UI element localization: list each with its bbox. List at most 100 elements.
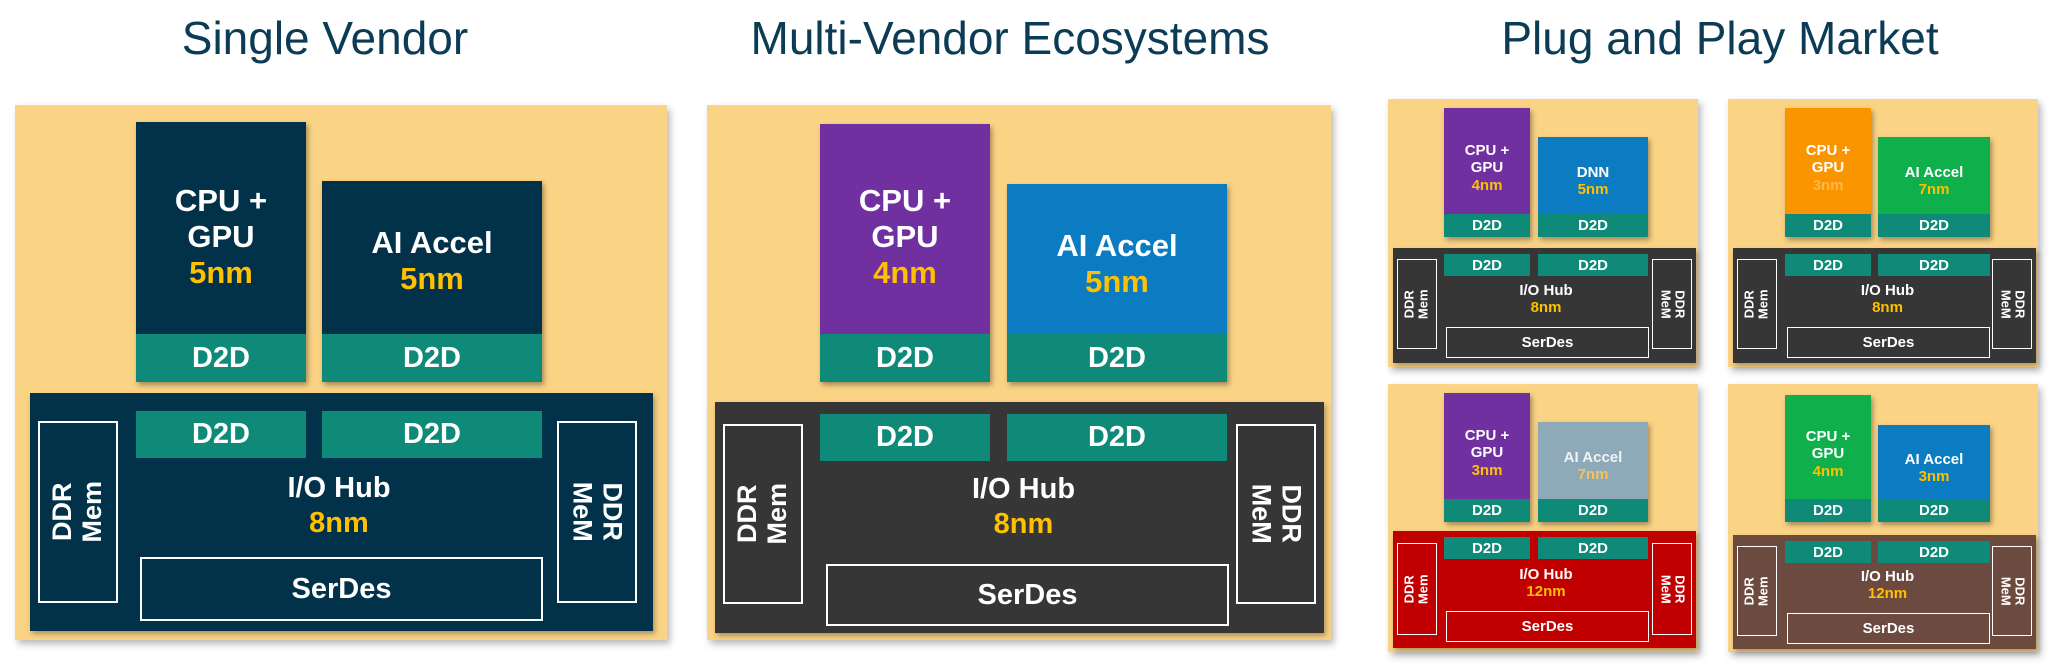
cpu-gpu-label: CPU + GPU bbox=[174, 183, 268, 255]
cpu-gpu-d2d: D2D bbox=[1444, 214, 1530, 237]
hub-d2d-left: D2D bbox=[1785, 541, 1871, 563]
hub-d2d-left: D2D bbox=[136, 411, 306, 458]
ddr-mem-right: DDR MeM bbox=[1992, 546, 2032, 636]
io-hub-die: D2D D2D DDR Mem DDR MeM I/O Hub 8nm SerD… bbox=[1733, 248, 2036, 363]
ddr-mem-left-label: DDR Mem bbox=[732, 483, 792, 545]
accel-chiplet: DNN 5nm D2D bbox=[1538, 137, 1648, 237]
plug-package-1: CPU + GPU 4nm D2D DNN 5nm D2D D2D D2D DD… bbox=[1388, 99, 1698, 367]
ddr-mem-left-label: DDR Mem bbox=[1401, 289, 1431, 319]
ddr-mem-left: DDR Mem bbox=[1737, 259, 1777, 349]
ddr-mem-right: DDR MeM bbox=[557, 421, 637, 603]
io-hub-text: I/O Hub 12nm bbox=[1785, 568, 1990, 602]
ai-accel-label: AI Accel bbox=[1056, 228, 1178, 264]
ddr-mem-right-label: DDR MeM bbox=[1657, 574, 1688, 604]
accel-d2d: D2D bbox=[1878, 214, 1990, 237]
io-hub-node: 8nm bbox=[993, 507, 1054, 540]
ddr-mem-left: DDR Mem bbox=[723, 424, 803, 604]
ddr-mem-right-label: DDR MeM bbox=[1657, 289, 1688, 319]
accel-chiplet: AI Accel 7nm D2D bbox=[1538, 422, 1648, 522]
ddr-mem-right: DDR MeM bbox=[1652, 543, 1692, 635]
io-hub-node: 8nm bbox=[1530, 298, 1562, 316]
ddr-mem-right-label: DDR MeM bbox=[568, 482, 628, 542]
cpu-gpu-label: CPU + GPU bbox=[1464, 141, 1510, 177]
io-hub-text: I/O Hub 8nm bbox=[1785, 282, 1990, 316]
serdes-block: SerDes bbox=[1787, 613, 1990, 644]
accel-label: DNN bbox=[1576, 163, 1610, 181]
cpu-gpu-chiplet: CPU + GPU 3nm D2D bbox=[1444, 393, 1530, 522]
hub-d2d-right: D2D bbox=[322, 411, 542, 458]
io-hub-die: D2D D2D DDR Mem DDR MeM I/O Hub 8nm SerD… bbox=[1393, 248, 1696, 363]
io-hub-text: I/O Hub 12nm bbox=[1444, 566, 1648, 600]
ddr-mem-left: DDR Mem bbox=[1397, 543, 1437, 635]
ai-accel-d2d: D2D bbox=[1007, 334, 1227, 382]
cpu-gpu-chiplet: CPU + GPU 5nm D2D bbox=[136, 122, 306, 382]
hub-d2d-right: D2D bbox=[1007, 414, 1227, 461]
cpu-gpu-label-block: CPU + GPU 3nm bbox=[1785, 133, 1871, 203]
accel-d2d: D2D bbox=[1878, 499, 1990, 522]
ddr-mem-right: DDR MeM bbox=[1992, 259, 2032, 349]
multi-vendor-package: CPU + GPU 4nm D2D AI Accel 5nm D2D D2D D… bbox=[707, 105, 1331, 640]
hub-d2d-right: D2D bbox=[1538, 254, 1648, 276]
cpu-gpu-label-block: CPU + GPU 4nm bbox=[820, 172, 990, 302]
io-hub-node: 12nm bbox=[1867, 584, 1908, 602]
accel-label: AI Accel bbox=[1563, 448, 1623, 466]
cpu-gpu-label-block: CPU + GPU 3nm bbox=[1444, 418, 1530, 488]
ddr-mem-right: DDR MeM bbox=[1236, 424, 1316, 604]
cpu-gpu-node: 3nm bbox=[1812, 176, 1844, 194]
cpu-gpu-label: CPU + GPU bbox=[1805, 141, 1851, 177]
ai-accel-label-block: AI Accel 5nm bbox=[322, 221, 542, 301]
io-hub-die: D2D D2D DDR Mem DDR MeM I/O Hub 8nm SerD… bbox=[30, 393, 653, 631]
plug-package-4: CPU + GPU 4nm D2D AI Accel 3nm D2D D2D D… bbox=[1728, 384, 2038, 652]
serdes-block: SerDes bbox=[1446, 611, 1649, 642]
io-hub-node: 8nm bbox=[309, 506, 369, 539]
io-hub-node: 12nm bbox=[1526, 582, 1566, 600]
io-hub-label: I/O Hub bbox=[1519, 566, 1573, 583]
accel-chiplet: AI Accel 7nm D2D bbox=[1878, 137, 1990, 237]
hub-d2d-right: D2D bbox=[1878, 254, 1990, 276]
ddr-mem-left-label: DDR Mem bbox=[1741, 576, 1771, 606]
accel-node: 7nm bbox=[1577, 466, 1609, 483]
plug-package-3: CPU + GPU 3nm D2D AI Accel 7nm D2D D2D D… bbox=[1388, 384, 1698, 652]
single-vendor-package: CPU + GPU 5nm D2D AI Accel 5nm D2D D2D D… bbox=[15, 105, 667, 640]
hub-d2d-right: D2D bbox=[1878, 541, 1990, 563]
cpu-gpu-d2d: D2D bbox=[136, 334, 306, 382]
io-hub-node: 8nm bbox=[1872, 298, 1903, 316]
ai-accel-label-block: AI Accel 5nm bbox=[1007, 224, 1227, 304]
cpu-gpu-label: CPU + GPU bbox=[1805, 427, 1851, 463]
accel-node: 3nm bbox=[1918, 468, 1950, 485]
hub-d2d-left: D2D bbox=[1444, 537, 1530, 559]
ddr-mem-left: DDR Mem bbox=[38, 421, 118, 603]
cpu-gpu-node: 5nm bbox=[189, 254, 253, 290]
cpu-gpu-label: CPU + GPU bbox=[858, 183, 952, 255]
io-hub-label: I/O Hub bbox=[1519, 282, 1573, 299]
io-hub-label: I/O Hub bbox=[1860, 568, 1915, 585]
ddr-mem-left: DDR Mem bbox=[1397, 259, 1437, 349]
accel-label-block: AI Accel 7nm bbox=[1538, 446, 1648, 486]
io-hub-text: I/O Hub 8nm bbox=[136, 471, 542, 541]
ddr-mem-left-label: DDR Mem bbox=[1741, 289, 1771, 319]
ddr-mem-left-label: DDR Mem bbox=[47, 481, 107, 543]
accel-label-block: AI Accel 7nm bbox=[1878, 161, 1990, 201]
accel-node: 5nm bbox=[1577, 181, 1609, 198]
cpu-gpu-d2d: D2D bbox=[1785, 499, 1871, 522]
cpu-gpu-label: CPU + GPU bbox=[1464, 426, 1510, 462]
hub-d2d-left: D2D bbox=[1444, 254, 1530, 276]
ai-accel-chiplet: AI Accel 5nm D2D bbox=[322, 181, 542, 382]
cpu-gpu-label-block: CPU + GPU 4nm bbox=[1785, 419, 1871, 489]
serdes-block: SerDes bbox=[140, 557, 543, 621]
io-hub-die: D2D D2D DDR Mem DDR MeM I/O Hub 12nm Ser… bbox=[1393, 531, 1696, 648]
cpu-gpu-chiplet: CPU + GPU 4nm D2D bbox=[1444, 108, 1530, 237]
accel-chiplet: AI Accel 3nm D2D bbox=[1878, 425, 1990, 522]
cpu-gpu-chiplet: CPU + GPU 4nm D2D bbox=[1785, 395, 1871, 522]
cpu-gpu-node: 4nm bbox=[873, 254, 937, 290]
io-hub-text: I/O Hub 8nm bbox=[1444, 282, 1648, 316]
accel-label-block: DNN 5nm bbox=[1538, 161, 1648, 201]
serdes-block: SerDes bbox=[1787, 327, 1990, 358]
io-hub-die: D2D D2D DDR Mem DDR MeM I/O Hub 8nm SerD… bbox=[715, 402, 1324, 633]
accel-label: AI Accel bbox=[1904, 450, 1964, 468]
ai-accel-node: 5nm bbox=[400, 261, 464, 296]
cpu-gpu-node: 4nm bbox=[1812, 462, 1844, 480]
io-hub-label: I/O Hub bbox=[971, 473, 1076, 505]
cpu-gpu-chiplet: CPU + GPU 4nm D2D bbox=[820, 124, 990, 382]
title-multi-vendor: Multi-Vendor Ecosystems bbox=[750, 12, 1270, 64]
